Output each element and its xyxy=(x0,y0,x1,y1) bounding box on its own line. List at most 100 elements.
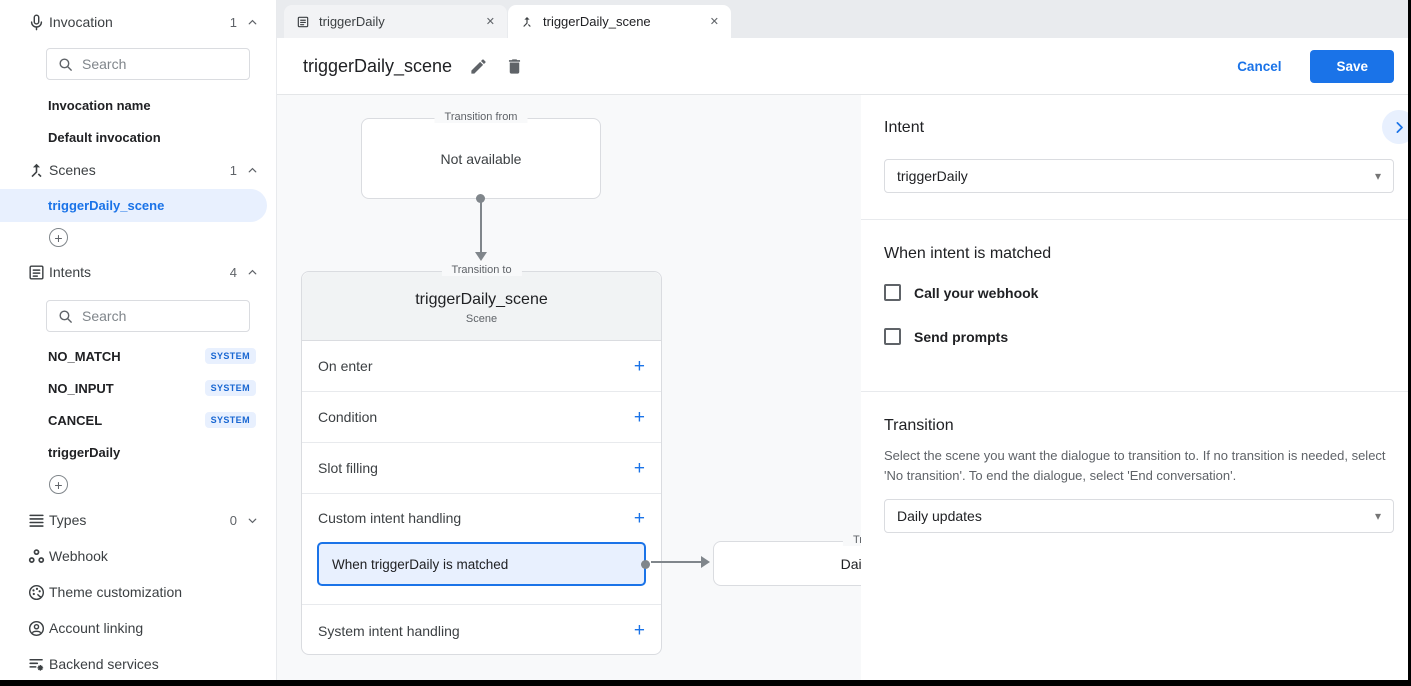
send-prompts-option[interactable]: Send prompts xyxy=(884,328,1394,345)
scene-row-system-intent-handling: System intent handling + xyxy=(302,604,661,656)
scene-row-slot-filling: Slot filling + xyxy=(302,442,661,493)
main-area: triggerDaily ✕ triggerDaily_scene ✕ trig… xyxy=(277,0,1408,680)
sidebar-item-triggerdaily[interactable]: triggerDaily xyxy=(0,436,276,468)
sidebar-item-cancel[interactable]: CANCEL SYSTEM xyxy=(0,404,276,436)
intents-search-input[interactable] xyxy=(82,308,239,324)
delete-icon[interactable] xyxy=(505,57,524,76)
call-webhook-option[interactable]: Call your webhook xyxy=(884,284,1394,301)
sidebar-item-invocation-name[interactable]: Invocation name xyxy=(0,89,276,121)
connector-dot xyxy=(476,194,485,203)
intent-select-value: triggerDaily xyxy=(897,168,968,184)
intent-list-icon xyxy=(27,262,48,282)
sidebar-item-no-match[interactable]: NO_MATCH SYSTEM xyxy=(0,340,276,372)
nav-label: Account linking xyxy=(49,620,144,636)
sidebar-item-webhook[interactable]: Webhook xyxy=(0,538,276,574)
system-badge: SYSTEM xyxy=(204,412,256,428)
divider xyxy=(861,219,1408,220)
connector-line-vertical xyxy=(480,199,482,253)
microphone-icon xyxy=(27,12,48,32)
row-label: System intent handling xyxy=(318,622,460,639)
item-label: Default invocation xyxy=(48,129,161,145)
sidebar-item-backend-services[interactable]: Backend services xyxy=(0,646,276,680)
sidebar-section-scenes[interactable]: Scenes 1 xyxy=(0,154,276,186)
sidebar-item-no-input[interactable]: NO_INPUT SYSTEM xyxy=(0,372,276,404)
nav-label: Backend services xyxy=(49,656,159,672)
backend-services-icon xyxy=(27,654,48,674)
transition-select[interactable]: Daily updates ▾ xyxy=(884,499,1394,533)
transition-to-legend: Transition to xyxy=(842,534,861,546)
invocation-search-input[interactable] xyxy=(82,56,239,72)
sidebar-section-intents[interactable]: Intents 4 xyxy=(0,256,276,288)
sidebar: Invocation 1 Invocation name Default inv… xyxy=(0,0,277,680)
transition-to-legend: Transition to xyxy=(441,264,522,276)
save-button[interactable]: Save xyxy=(1310,49,1394,83)
sidebar-item-theme-customization[interactable]: Theme customization xyxy=(0,574,276,610)
add-scene-button[interactable]: + xyxy=(49,228,68,247)
prompts-checkbox[interactable] xyxy=(884,328,901,345)
chevron-up-icon[interactable] xyxy=(246,16,259,29)
sidebar-section-invocation[interactable]: Invocation 1 xyxy=(0,6,276,38)
scene-header: triggerDaily_scene Cancel Save xyxy=(277,38,1408,95)
transition-select-value: Daily updates xyxy=(897,508,982,524)
edit-icon[interactable] xyxy=(469,57,488,76)
sidebar-item-default-invocation[interactable]: Default invocation xyxy=(0,121,276,153)
intent-list-icon xyxy=(296,15,310,29)
close-icon[interactable]: ✕ xyxy=(485,16,495,28)
webhook-icon xyxy=(27,546,48,566)
dropdown-caret-icon: ▾ xyxy=(1374,169,1381,183)
checkbox-label: Send prompts xyxy=(914,328,1009,345)
editor-body: Transition from Not available Transition… xyxy=(277,95,1408,680)
transition-from-text: Not available xyxy=(440,150,522,167)
nav-label: Webhook xyxy=(49,548,108,564)
scene-row-custom-intent-handling: Custom intent handling + When triggerDai… xyxy=(302,493,661,586)
handler-label: When triggerDaily is matched xyxy=(332,556,509,572)
sidebar-item-account-linking[interactable]: Account linking xyxy=(0,610,276,646)
collapse-panel-button[interactable] xyxy=(1382,110,1408,144)
intent-select[interactable]: triggerDaily ▾ xyxy=(884,159,1394,193)
close-icon[interactable]: ✕ xyxy=(709,16,719,28)
intents-search[interactable] xyxy=(46,300,250,332)
transition-heading: Transition xyxy=(884,417,954,434)
section-count: 4 xyxy=(229,264,237,280)
plus-icon: + xyxy=(54,476,63,493)
chevron-up-icon[interactable] xyxy=(246,164,259,177)
webhook-checkbox[interactable] xyxy=(884,284,901,301)
add-icon[interactable]: + xyxy=(633,620,645,641)
item-label: NO_INPUT xyxy=(48,380,114,396)
invocation-search[interactable] xyxy=(46,48,250,80)
arrowhead-right-icon xyxy=(701,556,710,568)
arrowhead-down-icon xyxy=(475,252,487,261)
add-icon[interactable]: + xyxy=(633,406,645,428)
chevron-right-icon xyxy=(1391,119,1408,136)
connector-line-horizontal xyxy=(651,561,703,563)
scene-card-type: Scene xyxy=(465,313,498,325)
section-count: 1 xyxy=(229,162,237,178)
connector-dot xyxy=(641,559,650,569)
custom-intent-row-header: Custom intent handling + xyxy=(302,494,661,542)
add-icon[interactable]: + xyxy=(633,507,645,529)
sidebar-section-types[interactable]: Types 0 xyxy=(0,504,276,536)
scene-card-header: triggerDaily_scene Scene xyxy=(302,272,661,341)
flow-canvas[interactable]: Transition from Not available Transition… xyxy=(277,95,861,680)
transition-target-box[interactable]: Transition to Daily updates xyxy=(713,534,861,586)
tab-triggerdaily[interactable]: triggerDaily ✕ xyxy=(284,5,507,38)
section-count: 1 xyxy=(229,14,237,30)
item-label: Invocation name xyxy=(48,97,151,113)
cancel-button[interactable]: Cancel xyxy=(1237,58,1282,74)
chevron-up-icon[interactable] xyxy=(246,266,259,279)
dropdown-caret-icon: ▾ xyxy=(1374,509,1381,523)
search-icon xyxy=(57,56,74,73)
sidebar-item-triggerdaily-scene[interactable]: triggerDaily_scene xyxy=(0,189,267,222)
add-icon[interactable]: + xyxy=(633,457,645,479)
scene-card[interactable]: Transition to triggerDaily_scene Scene O… xyxy=(301,264,662,656)
divider xyxy=(861,391,1408,392)
add-icon[interactable]: + xyxy=(633,355,645,377)
tab-triggerdaily-scene[interactable]: triggerDaily_scene ✕ xyxy=(508,5,731,38)
intent-handler-selected[interactable]: When triggerDaily is matched xyxy=(317,542,650,586)
intent-heading: Intent xyxy=(884,119,925,136)
chevron-down-icon[interactable] xyxy=(246,514,259,527)
intent-panel: Intent triggerDaily ▾ When intent is mat… xyxy=(861,95,1408,680)
row-label: Custom intent handling xyxy=(318,510,462,526)
add-intent-button[interactable]: + xyxy=(49,475,68,494)
nav-label: Theme customization xyxy=(49,584,183,600)
